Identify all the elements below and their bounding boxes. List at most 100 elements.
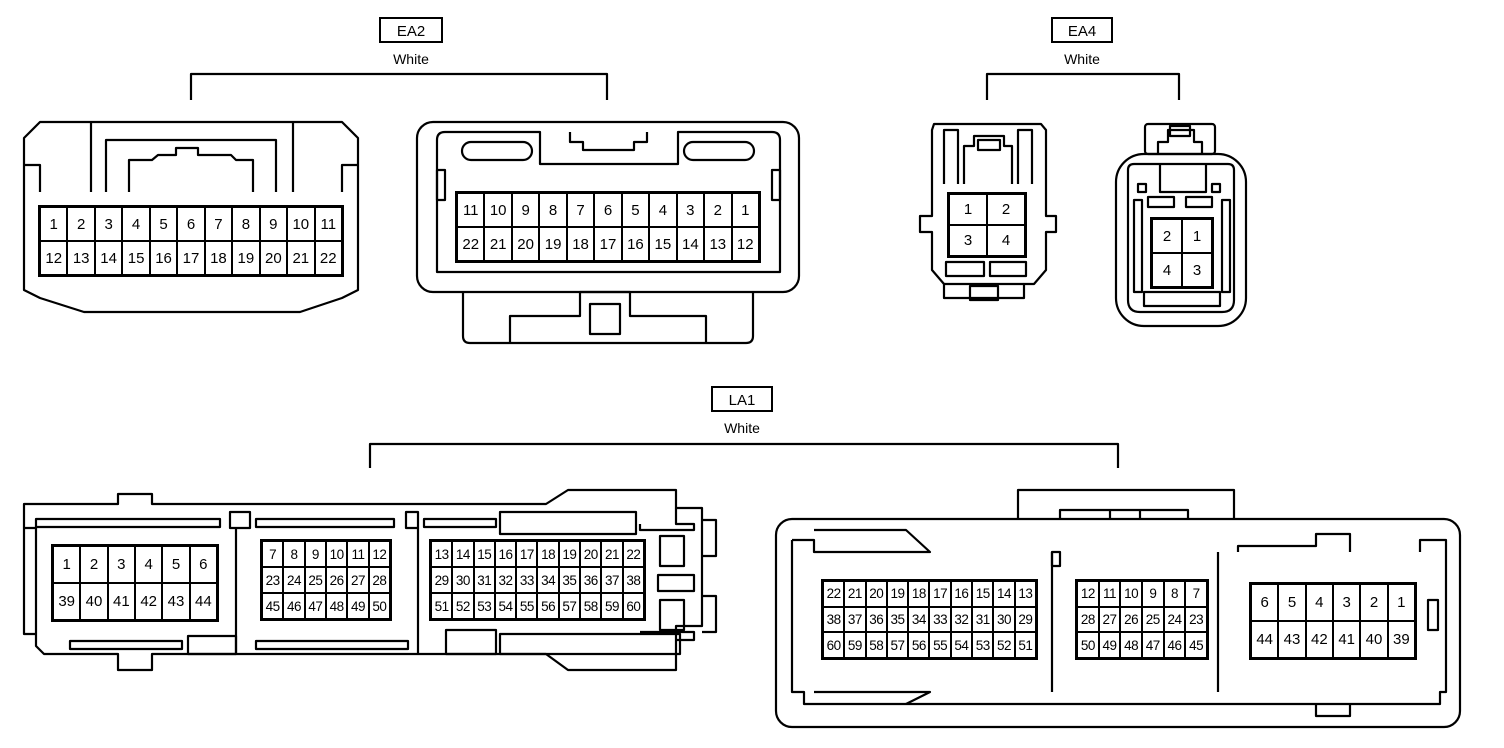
terminal-cell: 15 (122, 241, 150, 275)
terminal-cell: 6 (594, 193, 622, 227)
terminal-cell: 58 (865, 632, 887, 658)
la1-right-housing (774, 488, 1462, 729)
terminal-cell: 41 (1333, 621, 1361, 658)
terminal-cell: 12 (40, 241, 68, 275)
terminal-cell: 60 (823, 632, 845, 658)
terminal-cell: 5 (1278, 584, 1306, 621)
terminal-cell: 3 (949, 225, 987, 256)
terminal-cell: 12 (731, 227, 759, 261)
terminal-cell: 22 (823, 581, 845, 607)
terminal-cell: 1 (1182, 219, 1212, 253)
terminal-cell: 59 (844, 632, 866, 658)
terminal-cell: 17 (516, 541, 538, 567)
terminal-cell: 10 (326, 541, 348, 567)
terminal-cell: 2 (987, 194, 1025, 225)
terminal-cell: 14 (452, 541, 474, 567)
terminal-cell: 10 (287, 207, 315, 241)
ea2-right-housing (415, 120, 801, 345)
terminal-cell: 40 (1360, 621, 1388, 658)
terminal-cell: 43 (1278, 621, 1306, 658)
terminal-cell: 16 (149, 241, 178, 275)
terminal-cell: 15 (473, 541, 495, 567)
terminal-cell: 50 (1077, 632, 1099, 658)
terminal-cell: 2 (704, 193, 732, 227)
terminal-cell: 8 (539, 193, 567, 227)
terminal-cell: 56 (537, 593, 559, 619)
terminal-cell: 49 (347, 593, 369, 619)
terminal-cell: 16 (494, 541, 517, 567)
terminal-cell: 32 (950, 606, 973, 633)
terminal-cell: 22 (314, 241, 342, 275)
terminal-cell: 27 (347, 567, 369, 593)
terminal-cell: 17 (177, 241, 205, 275)
terminal-cell: 48 (1120, 632, 1142, 658)
terminal-cell: 51 (431, 593, 453, 619)
terminal-cell: 17 (594, 227, 622, 261)
terminal-cell: 4 (135, 546, 163, 583)
terminal-cell: 5 (149, 207, 178, 241)
terminal-cell: 3 (676, 193, 705, 227)
terminal-cell: 39 (1387, 621, 1415, 658)
terminal-cell: 24 (1163, 606, 1186, 633)
terminal-cell: 19 (886, 581, 909, 607)
terminal-cell: 47 (304, 593, 326, 619)
terminal-cell: 13 (67, 241, 95, 275)
terminal-cell: 16 (621, 227, 650, 261)
terminal-cell: 28 (1077, 606, 1099, 633)
terminal-cell: 12 (368, 541, 390, 567)
terminal-cell: 21 (287, 241, 315, 275)
terminal-cell: 7 (566, 193, 595, 227)
terminal-cell: 11 (314, 207, 342, 241)
terminal-cell: 30 (993, 606, 1015, 633)
terminal-cell: 35 (886, 606, 909, 633)
terminal-cell: 52 (452, 593, 474, 619)
ea4-color: White (1064, 51, 1100, 67)
terminal-cell: 32 (494, 567, 517, 593)
terminal-cell: 13 (1014, 581, 1036, 607)
terminal-cell: 1 (1387, 584, 1415, 621)
terminal-cell: 21 (601, 541, 623, 567)
terminal-cell: 7 (204, 207, 233, 241)
terminal-cell: 35 (558, 567, 581, 593)
ea4-label: EA4 (1051, 17, 1113, 43)
terminal-cell: 56 (908, 632, 930, 658)
terminal-cell: 31 (972, 606, 994, 633)
terminal-cell: 58 (580, 593, 602, 619)
terminal-cell: 21 (844, 581, 866, 607)
terminal-cell: 11 (347, 541, 369, 567)
terminal-cell: 19 (232, 241, 260, 275)
terminal-cell: 44 (1251, 621, 1279, 658)
terminal-cell: 22 (622, 541, 644, 567)
terminal-cell: 3 (1182, 253, 1212, 287)
terminal-cell: 12 (1077, 581, 1099, 607)
terminal-cell: 33 (929, 606, 951, 633)
terminal-cell: 33 (516, 567, 538, 593)
terminal-cell: 1 (53, 546, 81, 583)
terminal-cell: 3 (94, 207, 123, 241)
terminal-cell: 8 (283, 541, 305, 567)
terminal-cell: 15 (649, 227, 677, 261)
terminal-cell: 42 (1305, 621, 1333, 658)
terminal-cell: 14 (676, 227, 705, 261)
terminal-cell: 4 (122, 207, 150, 241)
ea4-right-housing (1114, 122, 1248, 328)
terminal-cell: 57 (558, 593, 581, 619)
ea4-bracket (985, 72, 1181, 100)
ea2-left-housing (22, 120, 360, 314)
terminal-cell: 59 (601, 593, 623, 619)
terminal-cell: 47 (1141, 632, 1164, 658)
la1-bracket (368, 442, 1120, 468)
terminal-cell: 20 (580, 541, 602, 567)
terminal-cell: 14 (993, 581, 1015, 607)
terminal-cell: 53 (972, 632, 994, 658)
terminal-cell: 1 (731, 193, 759, 227)
terminal-cell: 8 (1163, 581, 1186, 607)
terminal-cell: 20 (865, 581, 887, 607)
terminal-cell: 3 (1333, 584, 1361, 621)
